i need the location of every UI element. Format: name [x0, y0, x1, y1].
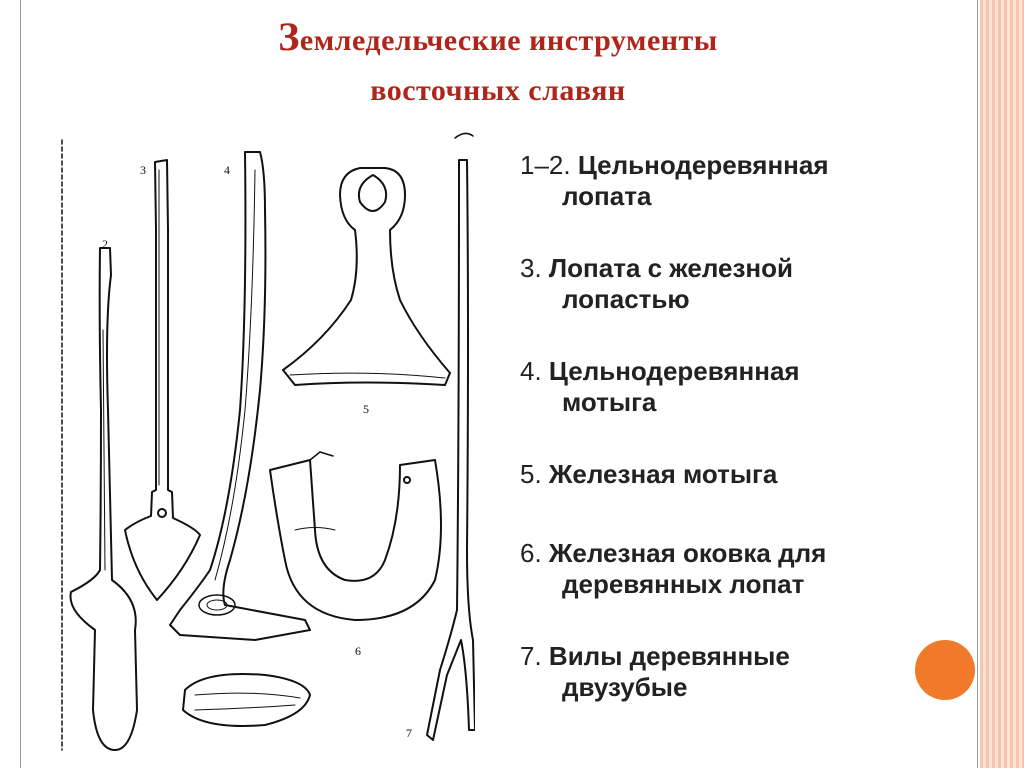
slide-frame: [20, 0, 978, 768]
caption-number: 4.: [520, 356, 542, 386]
wooden-pitchfork-drawing: [426, 159, 475, 741]
caption-list: 1–2. Цельнодеревянная лопата 3. Лопата с…: [520, 150, 960, 744]
caption-text: Железная оковка для: [548, 538, 827, 568]
caption-number: 3.: [520, 253, 542, 283]
wooden-hoe-drawing: [169, 151, 311, 641]
caption-text: Железная мотыга: [548, 459, 778, 489]
figure-number-labels: 2 3 4 5 6 7: [102, 163, 412, 740]
figure-label-5: 5: [363, 402, 369, 416]
caption-number: 5.: [520, 459, 542, 489]
caption-continuation: двузубые: [562, 672, 688, 702]
wooden-spade-drawing: [69, 247, 138, 751]
handle-fragment-drawing: [182, 673, 311, 727]
figure-label-2: 2: [102, 237, 108, 251]
caption-continuation: лопастью: [562, 284, 690, 314]
caption-item: 3. Лопата с железной лопастью: [520, 253, 960, 315]
title-line-2: восточных славян: [370, 74, 626, 107]
caption-item: 6. Железная оковка для деревянных лопат: [520, 538, 960, 600]
tools-illustration: 2 3 4 5 6 7: [61, 132, 475, 751]
iron-fitting-drawing: [269, 459, 442, 621]
decorative-side-stripes: [980, 0, 1024, 768]
figure-label-7: 7: [406, 726, 412, 740]
figure-label-6: 6: [355, 644, 361, 658]
caption-item: 7. Вилы деревянные двузубые: [520, 641, 960, 703]
caption-text: Лопата с железной: [548, 253, 793, 283]
iron-hoe-drawing: [282, 167, 451, 386]
caption-text: Цельнодеревянная: [577, 150, 829, 180]
caption-number: 7.: [520, 641, 542, 671]
caption-item: 4. Цельнодеревянная мотыга: [520, 356, 960, 418]
caption-continuation: лопата: [562, 181, 652, 211]
caption-text: Цельнодеревянная: [548, 356, 800, 386]
caption-continuation: мотыга: [562, 387, 657, 417]
figure-label-3: 3: [140, 163, 146, 177]
decorative-orange-dot: [915, 640, 975, 700]
caption-number: 1–2.: [520, 150, 571, 180]
caption-item: 5. Железная мотыга: [520, 459, 960, 490]
caption-continuation: деревянных лопат: [562, 569, 805, 599]
caption-number: 6.: [520, 538, 542, 568]
iron-blade-spade-drawing: [124, 159, 201, 601]
caption-item: 1–2. Цельнодеревянная лопата: [520, 150, 960, 212]
slide-title: Земледельческие инструменты восточных сл…: [20, 12, 976, 116]
caption-text: Вилы деревянные: [548, 641, 790, 671]
figure-label-4: 4: [224, 163, 230, 177]
title-line-1: Земледельческие инструменты: [278, 14, 718, 59]
